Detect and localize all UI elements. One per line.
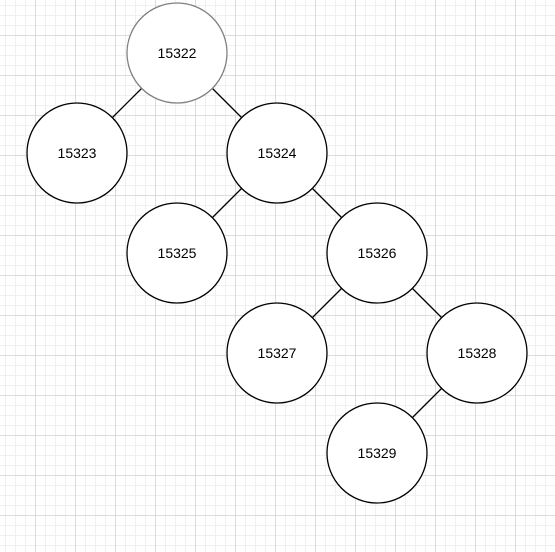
node-circle[interactable]	[226, 102, 328, 204]
node-label: 15328	[458, 345, 497, 361]
tree-node-15322[interactable]: 15322	[126, 2, 228, 104]
node-circle[interactable]	[226, 302, 328, 404]
node-circle[interactable]	[26, 102, 128, 204]
tree-edges	[111, 87, 443, 419]
node-label: 15327	[258, 345, 297, 361]
tree-node-15328[interactable]: 15328	[426, 302, 528, 404]
node-circle[interactable]	[126, 202, 228, 304]
tree-node-15323[interactable]: 15323	[26, 102, 128, 204]
tree-node-15326[interactable]: 15326	[326, 202, 428, 304]
node-label: 15322	[158, 45, 197, 61]
node-circle[interactable]	[126, 2, 228, 104]
node-label: 15324	[258, 145, 297, 161]
node-label: 15325	[158, 245, 197, 261]
node-circle[interactable]	[326, 402, 428, 504]
tree-node-15329[interactable]: 15329	[326, 402, 428, 504]
edge-15328-15329	[411, 387, 443, 419]
node-label: 15326	[358, 245, 397, 261]
tree-node-15325[interactable]: 15325	[126, 202, 228, 304]
node-circle[interactable]	[426, 302, 528, 404]
tree-node-15324[interactable]: 15324	[226, 102, 328, 204]
edge-15324-15326	[311, 187, 343, 219]
tree-node-15327[interactable]: 15327	[226, 302, 328, 404]
edge-15322-15323	[111, 87, 143, 119]
edge-15324-15325	[211, 187, 243, 219]
node-label: 15323	[58, 145, 97, 161]
tree-nodes: 15322 15323 15324 15325 15326 15327 15328 15329	[26, 2, 528, 504]
edge-15326-15328	[411, 287, 443, 319]
node-circle[interactable]	[326, 202, 428, 304]
edge-15326-15327	[311, 287, 343, 319]
node-label: 15329	[358, 445, 397, 461]
edge-15322-15324	[211, 87, 243, 119]
